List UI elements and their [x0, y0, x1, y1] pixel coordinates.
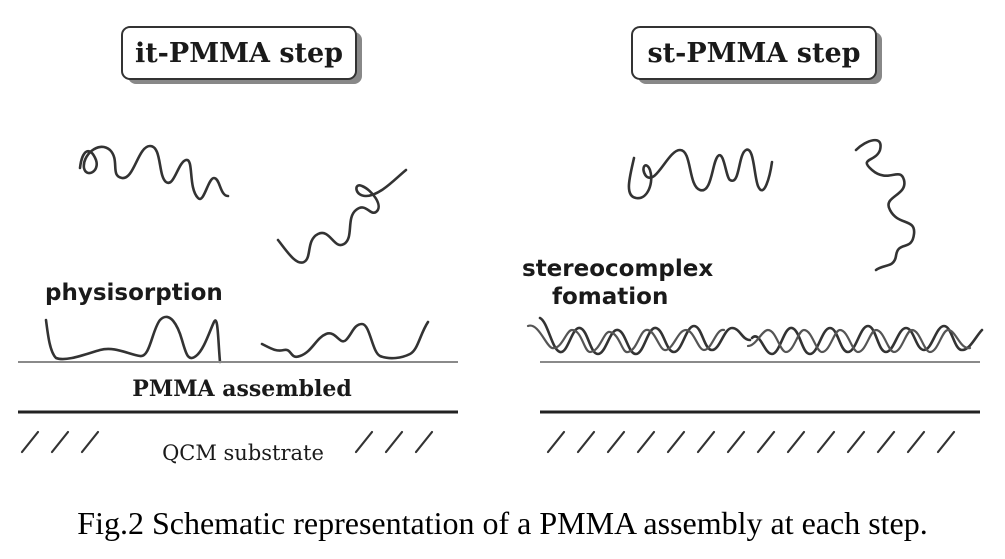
- adsorbed-chain: [260, 320, 430, 360]
- hatch-mark: [846, 430, 866, 454]
- hatch-mark: [546, 430, 566, 454]
- stereocomplex-chain-a: [538, 316, 752, 356]
- hatch-mark: [80, 430, 100, 454]
- hatch-mark: [354, 430, 374, 454]
- hatch-mark: [726, 430, 746, 454]
- hatch-mark: [606, 430, 626, 454]
- figure-caption: Fig.2 Schematic representation of a PMMA…: [77, 505, 928, 541]
- free-chain: [276, 168, 408, 264]
- free-chain: [627, 148, 774, 200]
- hatch-mark: [936, 430, 956, 454]
- right-panel: st-PMMA step stereocomplex fomation: [522, 26, 984, 454]
- stereocomplex-chain-b: [746, 328, 972, 354]
- stereocomplex-chain-a: [750, 324, 984, 356]
- schematic-diagram: it-PMMA step physisorption PMMA assemble…: [18, 26, 984, 465]
- free-chain: [854, 138, 916, 272]
- hatch-mark: [20, 430, 40, 454]
- stereocomplex-label: stereocomplex: [522, 256, 713, 282]
- left-panel: it-PMMA step physisorption PMMA assemble…: [18, 26, 458, 465]
- hatch-mark: [816, 430, 836, 454]
- pmma-assembled-label: PMMA assembled: [132, 376, 351, 402]
- left-title-box: [121, 26, 357, 80]
- hatch-mark: [876, 430, 896, 454]
- hatch-mark: [906, 430, 926, 454]
- physisorption-label: physisorption: [45, 280, 223, 306]
- hatch-mark: [666, 430, 686, 454]
- hatch-mark: [576, 430, 596, 454]
- right-title: st-PMMA step: [647, 38, 860, 69]
- hatch-mark: [414, 430, 434, 454]
- hatch-mark: [636, 430, 656, 454]
- hatch-mark: [756, 430, 776, 454]
- stereocomplex-chain-b: [526, 324, 726, 354]
- hatch-mark: [50, 430, 70, 454]
- hatch-mark: [384, 430, 404, 454]
- left-title: it-PMMA step: [135, 38, 343, 69]
- right-title-box: [631, 26, 877, 80]
- formation-label: fomation: [552, 284, 668, 310]
- hatch-mark: [696, 430, 716, 454]
- free-chain: [78, 144, 230, 201]
- qcm-substrate-label: QCM substrate: [162, 441, 324, 465]
- adsorbed-chain: [44, 315, 222, 364]
- hatch-mark: [786, 430, 806, 454]
